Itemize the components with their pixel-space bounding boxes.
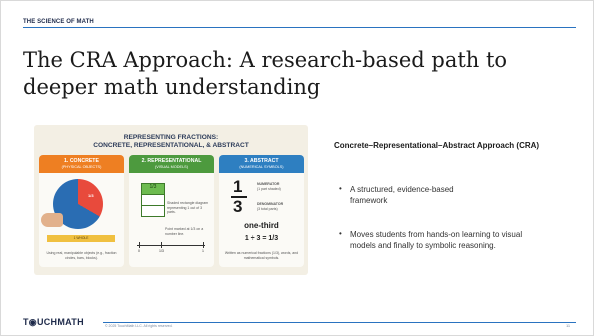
rect-part: [142, 194, 164, 205]
denominator: 3: [233, 197, 243, 216]
page-number: 11: [566, 323, 571, 328]
slide-title: The CRA Approach: A research-based path …: [23, 48, 508, 99]
abstract-caption: Written as numerical fractions (1/3), wo…: [224, 251, 299, 260]
shaded-rectangle-diagram: 1/3: [141, 183, 165, 217]
numerator-sub: (1 part shaded): [257, 187, 281, 191]
rect-part: [142, 205, 164, 216]
numerator: 1: [233, 177, 243, 196]
concrete-caption: Using real, manipulable objects (e.g., f…: [46, 251, 117, 260]
fractions-infographic: REPRESENTING FRACTIONS: CONCRETE, REPRES…: [34, 125, 308, 275]
bullet-dot-2: •: [339, 229, 342, 238]
concrete-heading: 1. CONCRETE: [64, 158, 99, 164]
touchmath-logo: T◉UCHMATH: [23, 317, 84, 327]
pie-label: 1/3: [88, 193, 94, 198]
tick-third: [161, 242, 162, 248]
denominator-note: DENOMINATOR: [257, 202, 284, 206]
bullet-2: Moves students from hands-on learning to…: [350, 230, 523, 250]
representational-panel: 2. REPRESENTATIONAL (VISUAL MODELS) 1/3 …: [129, 155, 214, 267]
tick-label-1: 1: [202, 249, 204, 253]
point-note: Point marked at 1/3 on a number line.: [165, 227, 204, 236]
word-form: one-third: [244, 221, 279, 230]
footer-divider: [103, 322, 576, 323]
tick-label-0: 0: [138, 249, 140, 253]
equation: 1 ÷ 3 = 1/3: [244, 235, 279, 242]
abstract-heading: 3. ABSTRACT: [244, 158, 279, 164]
concrete-panel: 1. CONCRETE (PHYSICAL OBJECTS) 1/3 1 WHO…: [39, 155, 124, 267]
representational-subheading: (VISUAL MODELS): [155, 165, 188, 169]
tick-label-third: 1/3: [159, 249, 164, 253]
concrete-subheading: (PHYSICAL OBJECTS): [61, 165, 102, 169]
abstract-panel: 3. ABSTRACT (NUMERICAL SYMBOLS) 1 3 NUME…: [219, 155, 304, 267]
representational-heading: 2. REPRESENTATIONAL: [141, 158, 202, 164]
fraction-bar: [231, 196, 247, 198]
representational-caption: Shaded rectangle diagram representing 1 …: [167, 201, 209, 214]
numerator-note: NUMERATOR: [257, 182, 280, 186]
whole-bar: 1 WHOLE: [47, 235, 115, 242]
rect-label: 1/3: [142, 184, 164, 194]
denominator-sub: (3 total parts): [257, 207, 278, 211]
hand-icon: [41, 213, 63, 227]
bullet-1: A structured, evidence-based framework: [350, 185, 454, 205]
cra-heading: Concrete–Representational–Abstract Appro…: [334, 141, 540, 150]
tick-1: [203, 242, 204, 248]
infographic-title-line2: CONCRETE, REPRESENTATIONAL, & ABSTRACT: [93, 142, 249, 149]
number-line: [137, 245, 205, 246]
section-kicker: THE SCIENCE OF MATH: [23, 19, 94, 25]
abstract-subheading: (NUMERICAL SYMBOLS): [239, 165, 284, 169]
bullet-dot-1: •: [339, 184, 342, 193]
copyright: © 2025 TouchMath LLC. All rights reserve…: [105, 324, 173, 328]
tick-0: [139, 242, 140, 248]
header-divider: [23, 27, 576, 28]
concrete-header: 1. CONCRETE (PHYSICAL OBJECTS): [39, 155, 124, 173]
representational-header: 2. REPRESENTATIONAL (VISUAL MODELS): [129, 155, 214, 173]
abstract-header: 3. ABSTRACT (NUMERICAL SYMBOLS): [219, 155, 304, 173]
infographic-title-line1: REPRESENTING FRACTIONS:: [123, 134, 219, 141]
